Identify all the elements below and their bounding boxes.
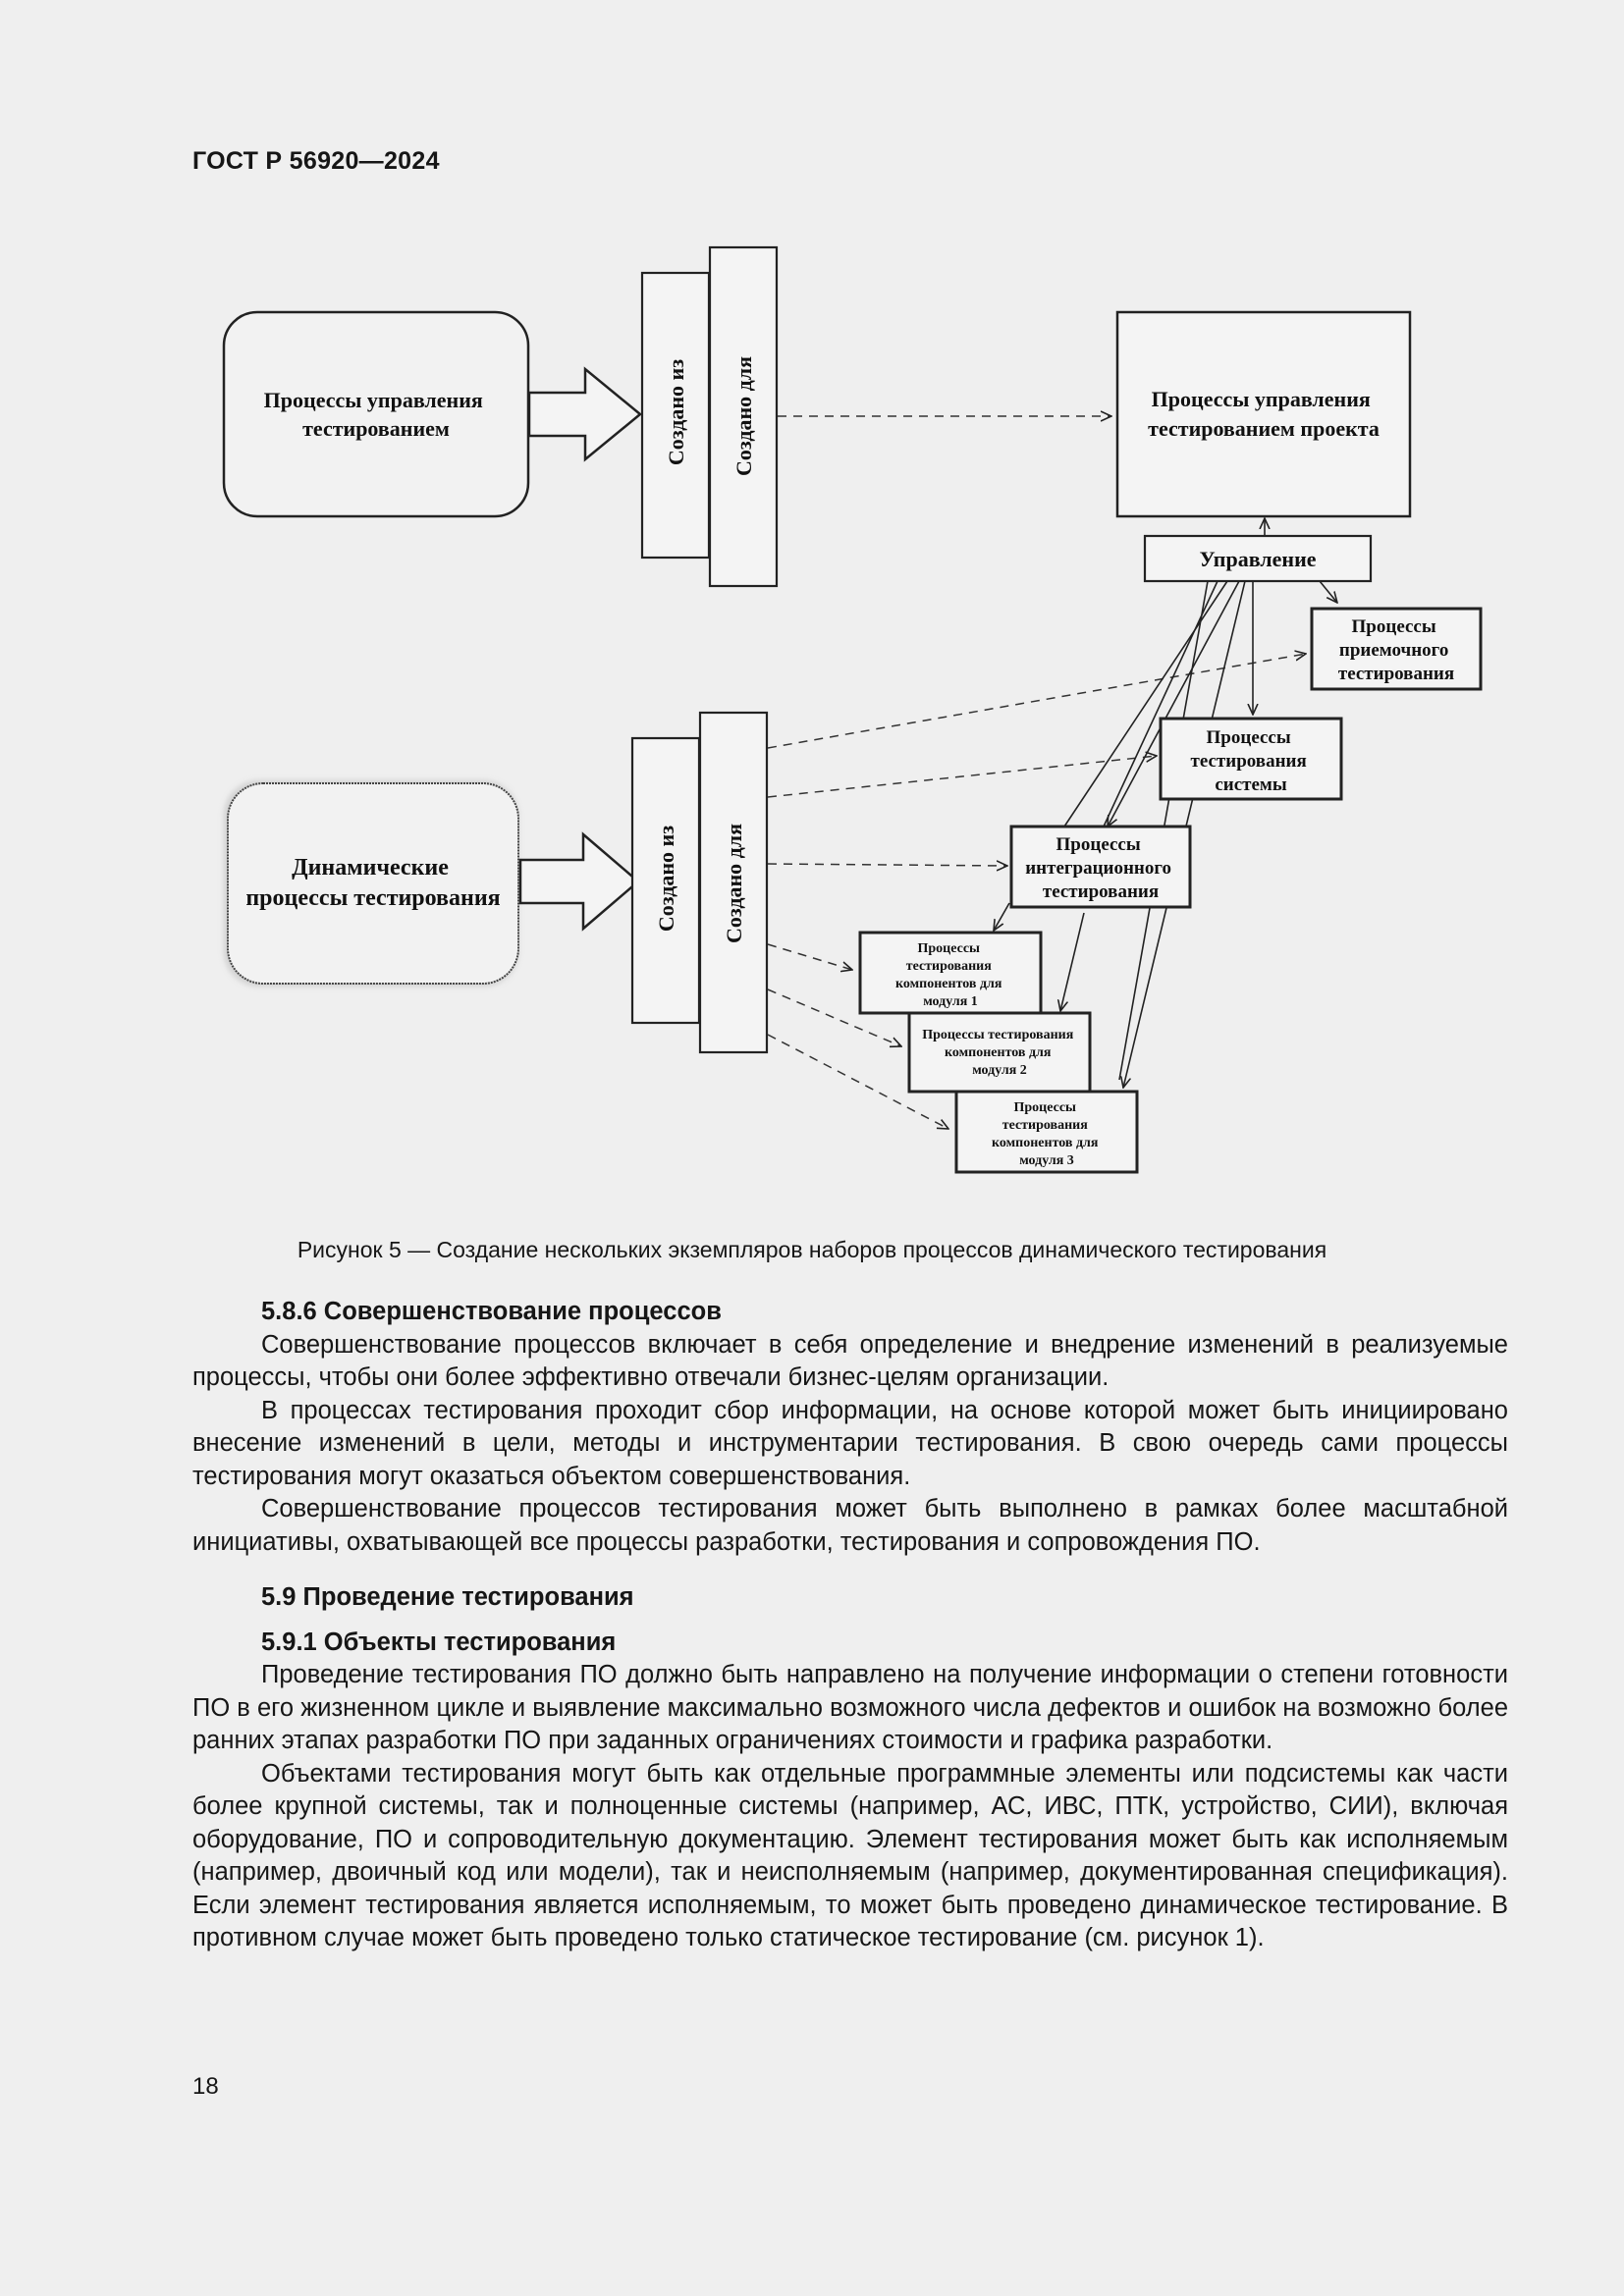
page-number: 18: [192, 2073, 219, 2100]
bottom-source-label: Динамические процессы тестирования: [245, 855, 500, 911]
top-source-label: Процессы управления тестированием: [264, 388, 489, 441]
system-label: Процессы тестирования системы: [1191, 727, 1312, 795]
block-arrow-top: [527, 366, 642, 462]
paragraph: Проведение тестирования ПО должно быть н…: [192, 1661, 1508, 1754]
bottom-created-from-box: [630, 736, 701, 1025]
dashed-arrow-module2: [767, 988, 901, 1046]
dashed-arrow-module3: [767, 1034, 948, 1129]
integration-label: Процессы интеграционного тестирования: [1025, 834, 1176, 902]
management-box: [1143, 534, 1373, 583]
bottom-created-for-label: Создано для: [722, 824, 746, 943]
dashed-arrow-integration: [767, 864, 1007, 866]
management-label: Управление: [1199, 547, 1316, 571]
paragraph: Совершенствование процессов тестирования…: [192, 1495, 1508, 1556]
bottom-created-for-box: [698, 711, 769, 1054]
module1-box: [858, 931, 1043, 1015]
top-target-box: [1115, 310, 1412, 518]
document-code: ГОСТ Р 56920—2024: [192, 147, 440, 175]
bottom-source-box: [227, 782, 519, 985]
module3-label: Процессы тестирования компонентов для мо…: [992, 1100, 1102, 1168]
system-box: [1159, 717, 1343, 801]
top-created-for-box: [708, 245, 779, 588]
acceptance-box: [1310, 607, 1483, 691]
bottom-created-from-label: Создано из: [654, 826, 678, 932]
module1-label: Процессы тестирования компонентов для мо…: [895, 941, 1005, 1009]
integration-box: [1009, 825, 1192, 909]
top-source-box: [222, 310, 530, 518]
paragraph: В процессах тестирования проходит сбор и…: [192, 1396, 1508, 1490]
dashed-arrow-module1: [767, 943, 852, 970]
figure-caption: Рисунок 5 — Создание нескольких экземпля…: [297, 1237, 1327, 1262]
block-arrow-bottom: [518, 831, 640, 932]
module2-label: Процессы тестирования компонентов для мо…: [922, 1028, 1077, 1078]
top-target-label: Процессы управления тестированием проект…: [1148, 387, 1380, 441]
dashed-arrow-system: [767, 756, 1157, 798]
process-diagram: Процессы управления тестированием Создан…: [222, 245, 1483, 1174]
section-heading: 5.8.6 Совершенствование процессов: [261, 1298, 722, 1325]
section-heading: 5.9 Проведение тестирования: [261, 1583, 634, 1611]
dashed-arrow-acceptance: [767, 654, 1306, 749]
paragraph: Объектами тестирования могут быть как от…: [192, 1759, 1508, 1952]
section-5-8-6: 5.8.6 Совершенствование процессов Соверш…: [192, 1296, 1508, 1955]
acceptance-label: Процессы приемочного тестирования: [1338, 616, 1454, 684]
module3-box: [954, 1090, 1139, 1174]
top-created-from-label: Создано из: [664, 359, 688, 465]
section-heading: 5.9.1 Объекты тестирования: [261, 1628, 617, 1656]
paragraph: Совершенствование процессов включает в с…: [192, 1330, 1508, 1392]
top-created-for-label: Создано для: [731, 356, 756, 476]
